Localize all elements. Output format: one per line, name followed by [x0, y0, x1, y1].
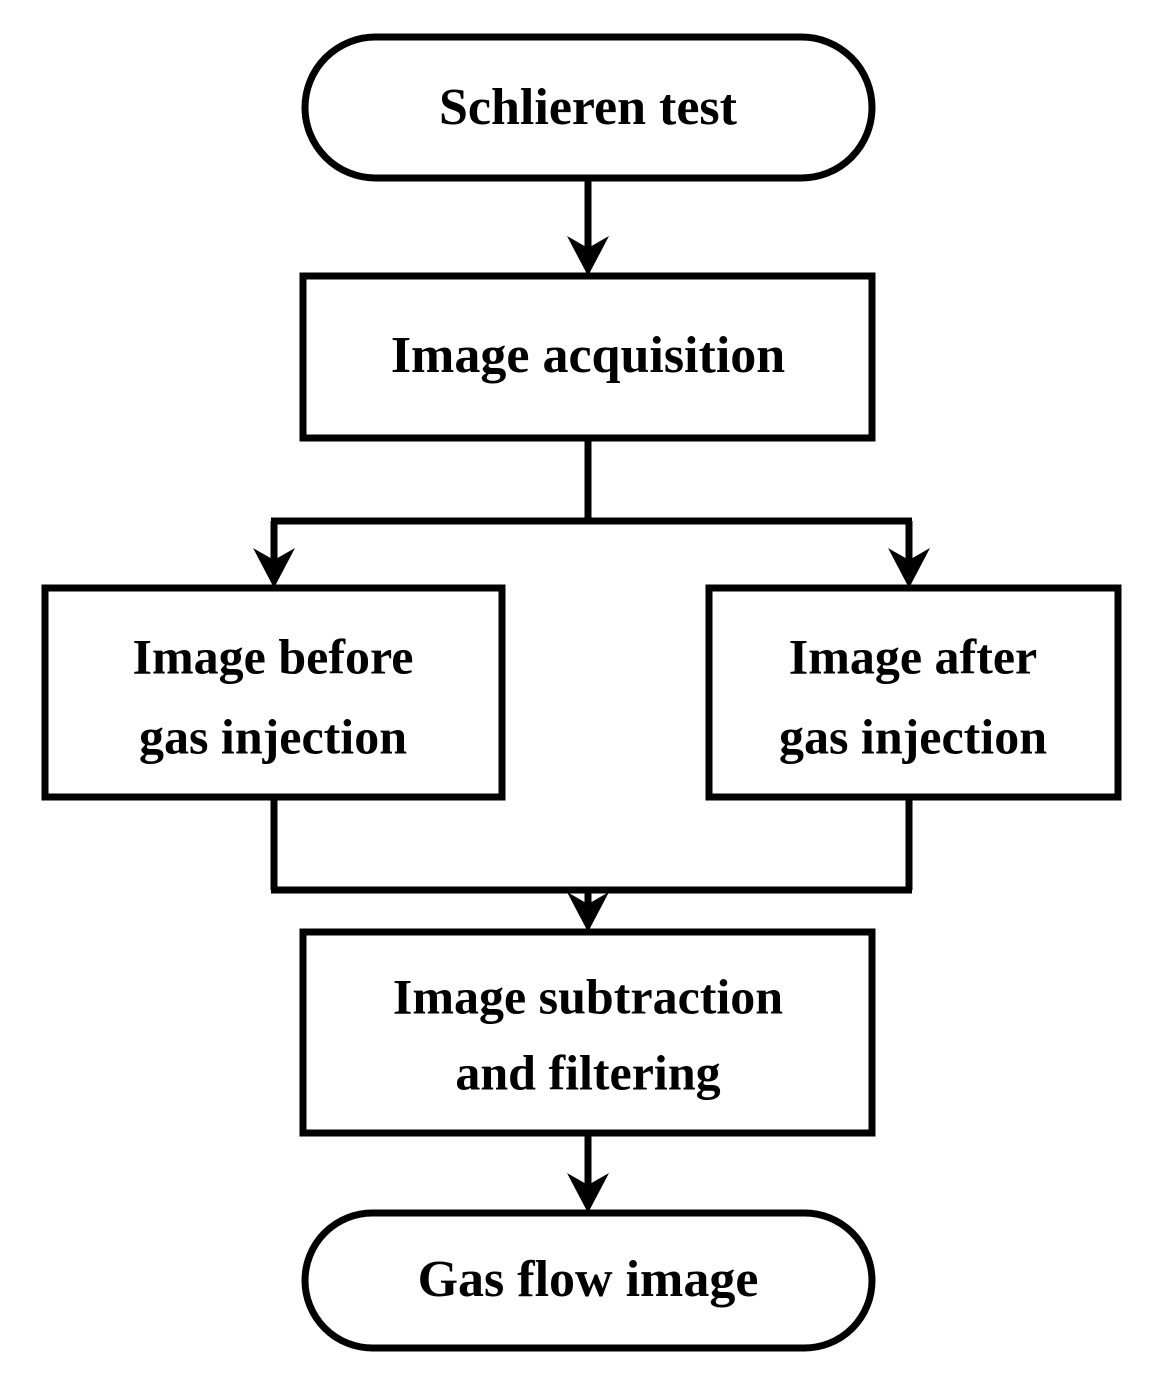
- node-label-image-after-gas-injection-line1: Image after: [789, 628, 1038, 684]
- node-label-image-after-gas-injection-line2: gas injection: [779, 708, 1047, 764]
- arrow-head-icon: [888, 548, 930, 588]
- edge-image-subtraction-to-gas-flow-image: [567, 1133, 609, 1213]
- node-gas-flow-image[interactable]: Gas flow image: [301, 1209, 876, 1352]
- arrow-head-icon: [567, 1173, 609, 1213]
- node-label-image-before-gas-injection-line1: Image before: [133, 628, 414, 684]
- node-shape-stadium: [301, 1209, 876, 1352]
- node-label-gas-flow-image: Gas flow image: [418, 1251, 759, 1308]
- node-shape-rect: [299, 928, 876, 1137]
- edge-schlieren-test-to-image-acquisition: [567, 178, 609, 276]
- node-label-image-acquisition: Image acquisition: [391, 327, 785, 384]
- arrow-head-icon: [253, 548, 295, 588]
- edge-image-acquisition-split: [253, 438, 930, 588]
- node-image-after-gas-injection[interactable]: Image after gas injection: [705, 584, 1122, 801]
- node-image-acquisition[interactable]: Image acquisition: [299, 272, 876, 442]
- node-shape-stadium: [301, 33, 876, 182]
- arrow-head-icon: [567, 892, 609, 932]
- node-shape-rect: [41, 584, 506, 801]
- node-label-image-subtraction-line1: Image subtraction: [393, 968, 783, 1024]
- node-image-before-gas-injection[interactable]: Image before gas injection: [41, 584, 506, 801]
- edge-merge-to-image-subtraction: [270, 797, 913, 932]
- arrow-head-icon: [567, 236, 609, 276]
- node-label-image-before-gas-injection-line2: gas injection: [139, 708, 407, 764]
- node-label-schlieren-test: Schlieren test: [439, 79, 738, 136]
- node-image-subtraction-and-filtering[interactable]: Image subtraction and filtering: [299, 928, 876, 1137]
- node-schlieren-test[interactable]: Schlieren test: [301, 33, 876, 182]
- node-shape-rect: [705, 584, 1122, 801]
- node-shape-rect: [299, 272, 876, 442]
- node-label-image-subtraction-line2: and filtering: [455, 1044, 720, 1100]
